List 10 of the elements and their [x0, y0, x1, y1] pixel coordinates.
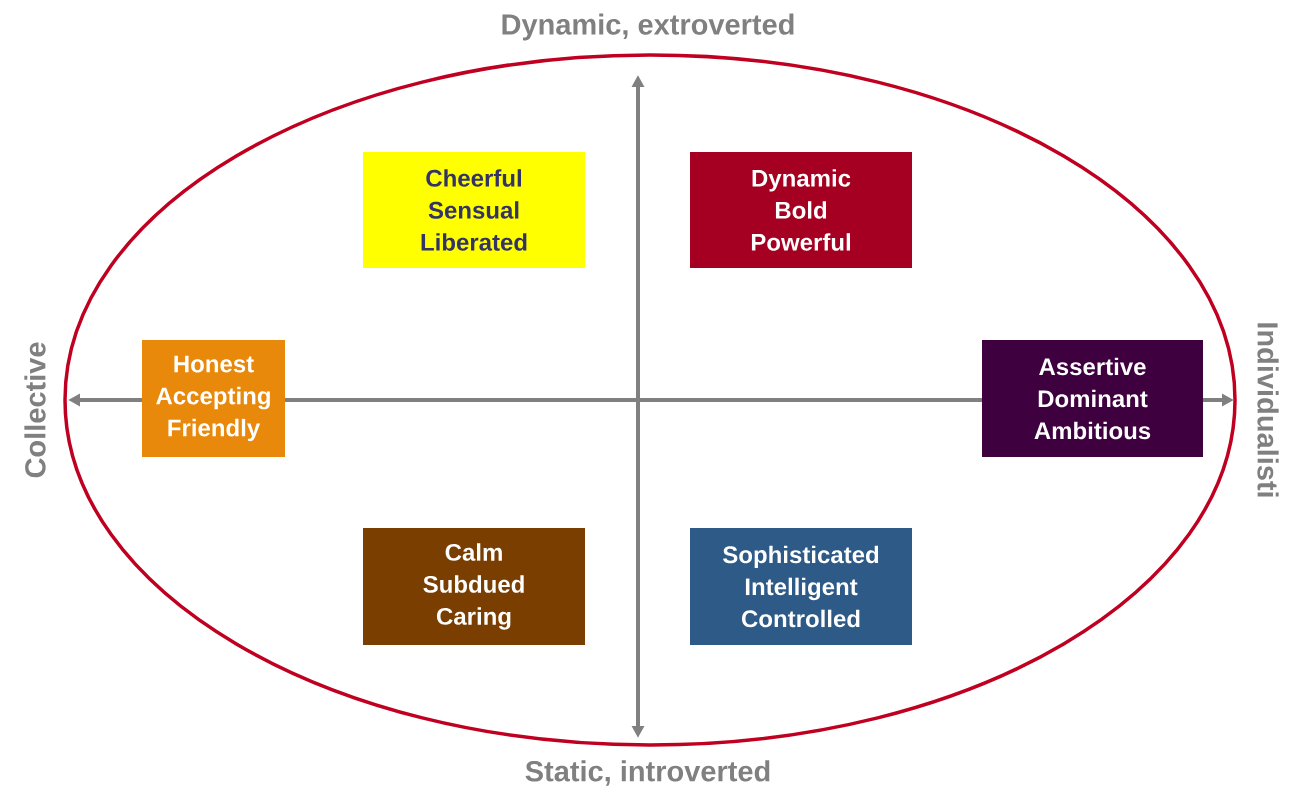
- trait-box: Sophisticated Intelligent Controlled: [690, 528, 912, 645]
- axis-label: Static, introverted: [525, 760, 770, 786]
- trait-box: Dynamic Bold Powerful: [690, 152, 912, 268]
- axis-label: Dynamic, extroverted: [502, 13, 794, 41]
- trait-box: Cheerful Sensual Liberated: [363, 152, 585, 268]
- trait-box: Assertive Dominant Ambitious: [982, 340, 1203, 457]
- axis-label: Collective: [24, 342, 46, 478]
- trait-box: Calm Subdued Caring: [363, 528, 585, 645]
- axis-label: Individualisti: [1257, 323, 1279, 497]
- trait-box: Honest Accepting Friendly: [142, 340, 285, 457]
